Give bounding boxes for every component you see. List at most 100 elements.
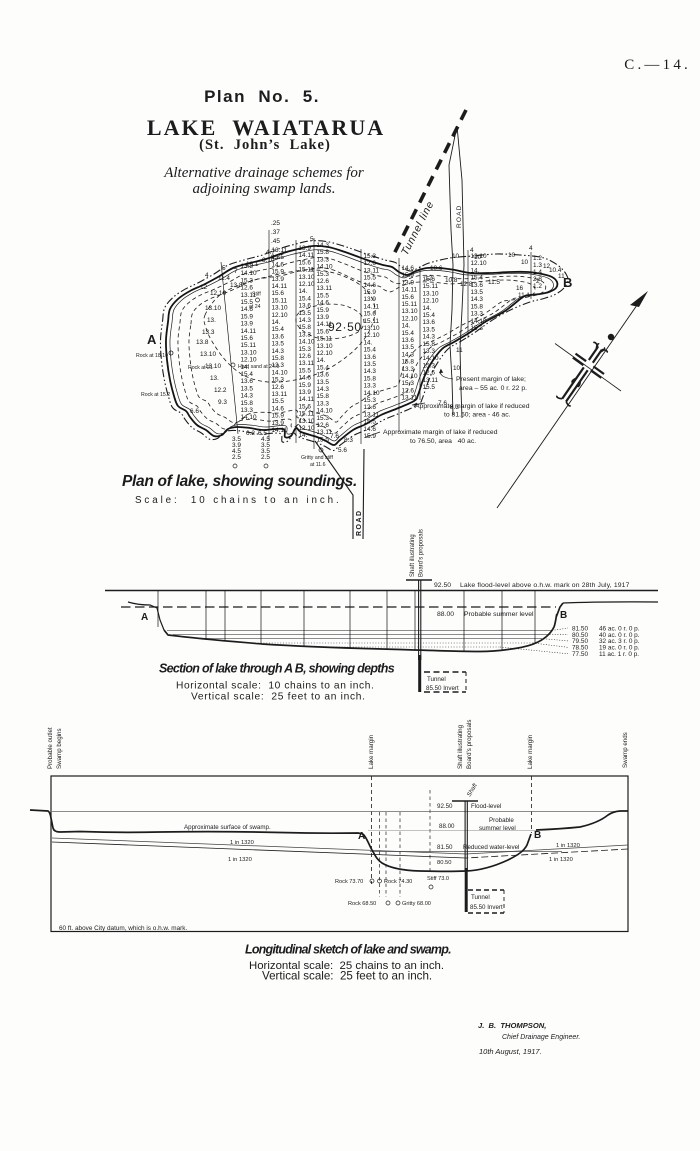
svg-text:15.6: 15.6 — [364, 311, 377, 318]
svg-text:B: B — [560, 610, 567, 621]
svg-text:J. B. THOMPSON,: J. B. THOMPSON, — [478, 1021, 546, 1030]
svg-text:7.6: 7.6 — [438, 400, 447, 407]
svg-text:Shaft illustrating: Shaft illustrating — [410, 534, 416, 577]
svg-text:Longitudinal sketch of lake an: Longitudinal sketch of lake and swamp. — [245, 943, 451, 957]
svg-text:Gritty 68.00: Gritty 68.00 — [402, 901, 431, 907]
svg-text:6.5: 6.5 — [258, 430, 267, 437]
svg-text:13.11: 13.11 — [317, 285, 333, 292]
svg-text:Swamp ends: Swamp ends — [622, 732, 629, 768]
svg-text:13.10: 13.10 — [299, 418, 315, 425]
svg-text:14.3: 14.3 — [317, 386, 330, 393]
svg-text:13.9: 13.9 — [317, 314, 330, 321]
svg-text:13.11: 13.11 — [317, 429, 333, 436]
svg-text:77.50: 77.50 — [572, 651, 588, 658]
svg-text:13.3: 13.3 — [272, 362, 285, 369]
svg-text:13.5: 13.5 — [317, 379, 330, 386]
svg-text:14.6: 14.6 — [364, 282, 377, 289]
svg-text:A: A — [141, 612, 148, 623]
svg-text:12.6: 12.6 — [364, 260, 377, 267]
svg-text:14.10: 14.10 — [272, 369, 288, 376]
svg-text:13.9: 13.9 — [272, 420, 285, 427]
svg-text:Section of lake through A B, s: Section of lake through A B, showing dep… — [159, 662, 395, 676]
svg-text:92.50: 92.50 — [437, 803, 453, 810]
svg-text:A: A — [358, 831, 365, 842]
svg-text:1.2: 1.2 — [533, 255, 542, 262]
svg-text:14.: 14. — [272, 319, 281, 326]
svg-text:5.6: 5.6 — [338, 447, 347, 454]
svg-text:.25: .25 — [271, 220, 280, 227]
svg-text:15.8: 15.8 — [364, 375, 377, 382]
svg-text:14.10: 14.10 — [317, 264, 333, 271]
svg-text:15.11: 15.11 — [272, 297, 288, 304]
svg-text:adjoining swamp lands.: adjoining swamp lands. — [193, 181, 336, 197]
svg-text:92·50: 92·50 — [328, 320, 362, 334]
svg-text:15.8: 15.8 — [317, 393, 330, 400]
svg-text:14.10: 14.10 — [364, 390, 380, 397]
svg-text:7.6: 7.6 — [330, 433, 339, 440]
svg-text:14.11: 14.11 — [299, 252, 315, 259]
svg-text:Vertical scale: 25 feet to an: Vertical scale: 25 feet to an inch. — [191, 692, 366, 703]
svg-text:to 76.50, area 40 ac.: to 76.50, area 40 ac. — [410, 438, 476, 445]
svg-text:at 11.6: at 11.6 — [310, 462, 326, 468]
svg-text:15.8: 15.8 — [272, 355, 285, 362]
svg-text:at 24: at 24 — [249, 304, 261, 310]
svg-text:14.3: 14.3 — [317, 242, 330, 249]
svg-text:12.6: 12.6 — [317, 278, 330, 285]
svg-text:12.10: 12.10 — [423, 298, 439, 305]
svg-text:10.6: 10.6 — [430, 265, 443, 272]
svg-text:14.6: 14.6 — [241, 306, 254, 313]
svg-text:15.8: 15.8 — [317, 249, 330, 256]
svg-text:10: 10 — [474, 254, 482, 261]
svg-text:15.9: 15.9 — [317, 307, 330, 314]
svg-text:79.50: 79.50 — [572, 638, 588, 645]
svg-text:15.4: 15.4 — [471, 275, 484, 282]
svg-text:ROAD: ROAD — [456, 204, 463, 228]
svg-text:15.9: 15.9 — [299, 382, 312, 389]
svg-text:13.11: 13.11 — [364, 411, 380, 418]
svg-text:Tunnel: Tunnel — [427, 676, 446, 683]
svg-text:Probable outlet: Probable outlet — [47, 727, 54, 769]
svg-text:15.6: 15.6 — [299, 259, 312, 266]
svg-text:14.: 14. — [402, 323, 411, 330]
svg-text:11.1: 11.1 — [518, 292, 530, 299]
svg-text:13.10: 13.10 — [317, 343, 333, 350]
svg-text:14.10: 14.10 — [299, 339, 315, 346]
svg-text:14.: 14. — [317, 357, 326, 364]
svg-text:15.9: 15.9 — [402, 272, 415, 279]
svg-text:Approximate margin of lake if: Approximate margin of lake if reduced — [383, 429, 498, 436]
svg-text:Rock 68.50: Rock 68.50 — [348, 901, 376, 907]
svg-text:14.: 14. — [423, 305, 432, 312]
svg-text:15.4: 15.4 — [402, 330, 415, 337]
svg-text:15.8: 15.8 — [423, 341, 436, 348]
svg-text:13.10: 13.10 — [423, 290, 439, 297]
svg-text:Hard sand at 24.0: Hard sand at 24.0 — [238, 364, 279, 370]
svg-text:15.3: 15.3 — [364, 253, 377, 260]
svg-text:13.11: 13.11 — [423, 377, 439, 384]
svg-text:13.5: 13.5 — [471, 289, 484, 296]
svg-text:19 ac. 0 r. 0 p.: 19 ac. 0 r. 0 p. — [599, 645, 640, 652]
svg-text:Probable summer level: Probable summer level — [464, 611, 534, 618]
svg-text:Present margin of lake;: Present margin of lake; — [456, 376, 526, 383]
svg-text:14.6: 14.6 — [364, 426, 377, 433]
svg-text:4: 4 — [470, 247, 474, 254]
svg-text:13.10: 13.10 — [402, 308, 418, 315]
svg-text:14.: 14. — [241, 364, 250, 371]
svg-text:15.3: 15.3 — [423, 362, 436, 369]
svg-text:15.6: 15.6 — [423, 276, 436, 283]
svg-text:Swamp begins: Swamp begins — [56, 728, 63, 769]
svg-text:Horizontal scale: 25 chains t: Horizontal scale: 25 chains to an inch. — [249, 960, 444, 972]
svg-text:12.10: 12.10 — [241, 357, 257, 364]
svg-text:13.5: 13.5 — [364, 361, 377, 368]
svg-text:12: 12 — [200, 284, 208, 291]
svg-text:13.10: 13.10 — [364, 325, 380, 332]
svg-text:Rock 74.30: Rock 74.30 — [384, 879, 412, 885]
svg-text:92.50: 92.50 — [434, 582, 451, 589]
svg-text:Flood-level: Flood-level — [471, 803, 501, 810]
svg-text:40 ac. 0 r. 0 p.: 40 ac. 0 r. 0 p. — [599, 632, 640, 639]
svg-text:14.: 14. — [299, 432, 308, 439]
svg-text:Approximate surface of swamp.: Approximate surface of swamp. — [184, 824, 271, 831]
svg-text:Horizontal scale: 10 chains t: Horizontal scale: 10 chains to an inch. — [176, 681, 374, 692]
svg-text:10: 10 — [453, 365, 461, 372]
svg-text:15.11: 15.11 — [299, 267, 315, 274]
svg-text:78.50: 78.50 — [572, 645, 588, 652]
